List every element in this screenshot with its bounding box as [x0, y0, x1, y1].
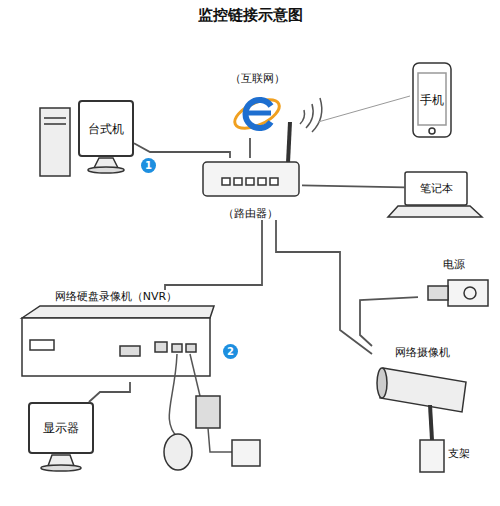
- power-outlet: [428, 280, 488, 306]
- part-label: 支架: [448, 446, 470, 461]
- node-label: （路由器）: [223, 207, 278, 220]
- network-cable: [134, 143, 230, 158]
- node-label: 手机: [420, 93, 444, 107]
- callout-number: 2: [223, 344, 238, 359]
- nvr-box: [22, 306, 214, 376]
- display-monitor: [29, 403, 93, 453]
- phone-body: [413, 63, 451, 137]
- laptop-screen: [405, 172, 467, 205]
- desktop-pc: 台式机: [78, 100, 134, 158]
- node-label: 笔记本: [420, 182, 453, 195]
- router-body: [203, 122, 299, 196]
- display-node: 显示器: [28, 402, 94, 454]
- node-label: 网络摄像机: [395, 346, 450, 359]
- pc-monitor: [79, 101, 133, 156]
- network-cable: [165, 220, 262, 290]
- network-cable: [249, 138, 251, 158]
- power-adapter: [196, 396, 220, 428]
- diagram-title: 监控链接示意图: [0, 6, 500, 25]
- camera-node: 网络摄像机: [372, 346, 472, 420]
- laptop-node: 笔记本: [405, 172, 467, 205]
- node-label: 显示器: [43, 421, 79, 435]
- internet-logo: [231, 94, 284, 134]
- node-label: 网络硬盘录像机（NVR）: [55, 290, 177, 303]
- network-cable: [302, 185, 405, 187]
- power-node: 电源: [418, 258, 490, 308]
- wifi-waves: [300, 96, 410, 132]
- phone-node: 手机: [412, 62, 452, 138]
- nvr-node: 网络硬盘录像机（NVR）: [18, 290, 214, 382]
- pc-tower: [40, 108, 70, 176]
- network-cable: [276, 220, 372, 354]
- wall-socket: [232, 440, 260, 466]
- network-cable: [89, 382, 130, 402]
- mouse: [164, 434, 192, 470]
- router-node: （路由器）: [198, 158, 302, 220]
- network-cable: [360, 297, 418, 346]
- node-label: 电源: [443, 258, 465, 271]
- node-label: （互联网）: [230, 72, 285, 85]
- node-label: 台式机: [88, 122, 124, 136]
- callout-number: 1: [141, 158, 156, 173]
- internet-node: （互联网）: [222, 72, 292, 138]
